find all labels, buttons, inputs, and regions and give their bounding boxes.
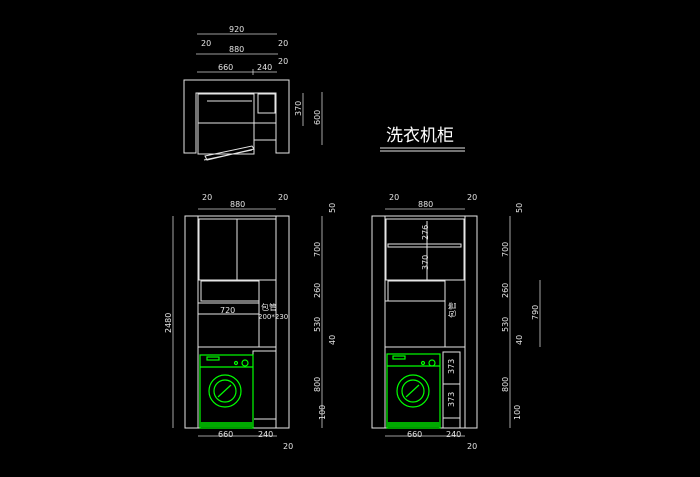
dim-20: 20 — [278, 193, 288, 202]
washing-machine-icon — [199, 354, 254, 429]
dim-20: 20 — [201, 39, 211, 48]
plan-view: 920 880 20 20 660 240 20 370 600 — [183, 25, 323, 161]
dim-880: 880 — [418, 200, 433, 209]
dim-370: 370 — [421, 255, 430, 270]
dim-800: 800 — [501, 377, 510, 392]
dim-373: 373 — [447, 392, 456, 407]
dim-880: 880 — [229, 45, 244, 54]
pipe-box-label: 包管 — [261, 302, 277, 312]
dim-260: 260 — [501, 283, 510, 298]
dim-40: 40 — [328, 335, 337, 345]
dim-880: 880 — [230, 200, 245, 209]
dim-720: 720 — [220, 306, 235, 315]
dim-20: 20 — [278, 57, 288, 66]
dim-240: 240 — [258, 430, 273, 439]
dim-800: 800 — [313, 377, 322, 392]
dim-660: 660 — [218, 430, 233, 439]
dim-2480: 2480 — [164, 313, 173, 333]
dim-530: 530 — [501, 317, 510, 332]
dim-20: 20 — [389, 193, 399, 202]
dim-530: 530 — [313, 317, 322, 332]
dim-240: 240 — [446, 430, 461, 439]
dim-700: 700 — [313, 242, 322, 257]
dim-373: 373 — [447, 359, 456, 374]
dim-660: 660 — [218, 63, 233, 72]
drawing-title: 洗衣机柜 — [386, 126, 454, 146]
dim-50: 50 — [328, 203, 337, 213]
dim-20: 20 — [467, 193, 477, 202]
dim-20: 20 — [467, 442, 477, 451]
dim-50: 50 — [515, 203, 524, 213]
dim-260: 260 — [313, 283, 322, 298]
dim-276: 276 — [421, 225, 430, 240]
pipe-box-size: 200*230 — [258, 313, 288, 321]
right-elevation: 276 370 包管 373 373 20 880 20 50 700 260 … — [371, 193, 541, 451]
dim-920: 920 — [229, 25, 244, 34]
dim-100: 100 — [318, 405, 327, 420]
dim-100: 100 — [513, 405, 522, 420]
dim-40: 40 — [515, 335, 524, 345]
dim-660: 660 — [407, 430, 422, 439]
dim-20: 20 — [283, 442, 293, 451]
dim-20: 20 — [202, 193, 212, 202]
dim-370: 370 — [294, 101, 303, 116]
dim-790: 790 — [531, 305, 540, 320]
dim-240: 240 — [257, 63, 272, 72]
pipe-box-label: 包管 — [447, 302, 457, 318]
washing-machine-icon — [386, 353, 441, 429]
left-elevation: 720 包管 200*230 20 880 20 2480 50 700 260… — [164, 193, 337, 451]
dim-700: 700 — [501, 242, 510, 257]
dim-20: 20 — [278, 39, 288, 48]
dim-600: 600 — [313, 110, 322, 125]
